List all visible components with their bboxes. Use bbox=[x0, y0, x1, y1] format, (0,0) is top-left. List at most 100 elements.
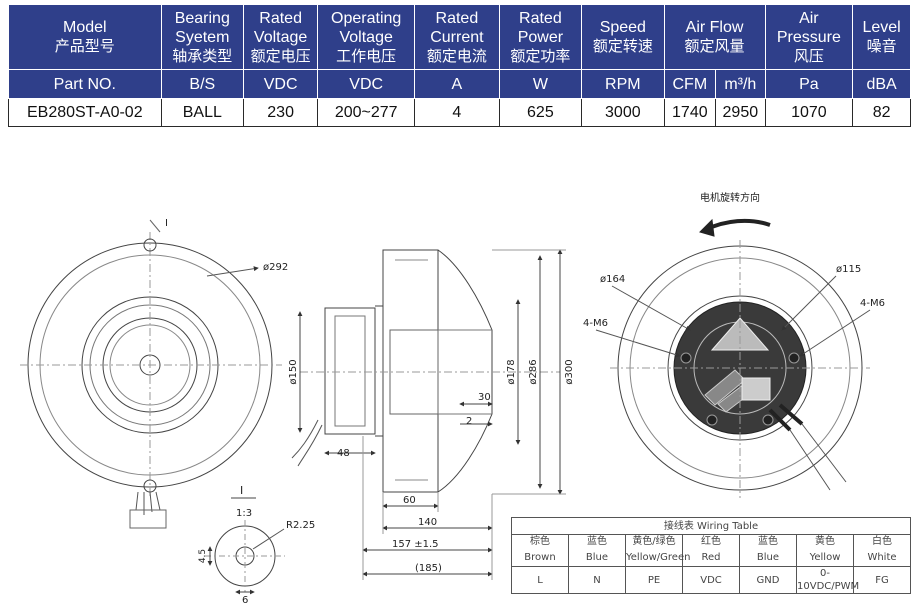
rotation-arrow-icon bbox=[704, 218, 771, 232]
value-cell: EB280ST-A0-02 bbox=[8, 98, 162, 127]
unit-cell: m³/h bbox=[715, 69, 766, 99]
rear-cables bbox=[789, 423, 847, 491]
unit-cell: A bbox=[414, 69, 500, 99]
detail-scale: 1:3 bbox=[236, 508, 252, 519]
wiring-title-row: 接线表 Wiring Table bbox=[511, 517, 911, 535]
screw-2 bbox=[788, 352, 800, 364]
leader-115 bbox=[781, 275, 837, 331]
side-dim-2: 2 bbox=[466, 416, 472, 427]
wire-zh: 蓝色 bbox=[568, 534, 626, 548]
leader-164 bbox=[611, 285, 691, 331]
value-cell: 82 bbox=[852, 98, 911, 127]
side-view bbox=[291, 249, 566, 580]
side-dim-286: ø286 bbox=[528, 359, 539, 384]
unit-cell: W bbox=[498, 69, 583, 99]
warning-triangle-icon bbox=[710, 317, 770, 351]
rear-m6-right: 4-M6 bbox=[860, 298, 885, 309]
wire-zh: 黄色 bbox=[796, 534, 854, 548]
wire-en: Yellow bbox=[796, 548, 854, 567]
front-dim-292: ø292 bbox=[263, 262, 288, 273]
wire-fn: VDC bbox=[682, 566, 740, 594]
unit-cell: B/S bbox=[160, 69, 245, 99]
wiring-table: 接线表 Wiring Table 棕色 蓝色 黄色/绿色 红色 蓝色 黄色 白色… bbox=[511, 517, 911, 594]
rotation-label: 电机旋转方向 bbox=[700, 191, 760, 204]
wiring-en-row: Brown Blue Yellow/Green Red Blue Yellow … bbox=[511, 548, 911, 567]
side-cable bbox=[291, 419, 323, 467]
wire-zh: 红色 bbox=[682, 534, 740, 548]
wire-en: Yellow/Green bbox=[625, 548, 690, 567]
value-cell: 3000 bbox=[581, 98, 665, 127]
rear-label bbox=[741, 377, 771, 401]
side-dim-30: 30 bbox=[478, 392, 491, 403]
motor-body bbox=[324, 307, 376, 435]
spec-data-row: EB280ST-A0-02 BALL 230 200~277 4 625 300… bbox=[8, 98, 911, 127]
detail-label-I: I bbox=[240, 484, 243, 497]
value-cell: BALL bbox=[160, 98, 245, 127]
leader-m6-right bbox=[799, 309, 871, 357]
detail-radius: R2.25 bbox=[286, 520, 315, 531]
impeller-back bbox=[382, 249, 439, 493]
wire-fn: GND bbox=[739, 566, 797, 594]
motor-flange bbox=[375, 305, 384, 437]
rear-cable-glands bbox=[768, 403, 804, 432]
front-tab-top bbox=[143, 238, 157, 252]
rotation-arrowhead-icon bbox=[699, 218, 715, 237]
front-cable-ends bbox=[129, 509, 167, 529]
value-cell: 2950 bbox=[715, 98, 766, 127]
wire-fn: N bbox=[568, 566, 626, 594]
wire-zh: 白色 bbox=[853, 534, 911, 548]
side-dim-300: ø300 bbox=[564, 359, 575, 384]
wire-en: White bbox=[853, 548, 911, 567]
detail-view bbox=[205, 497, 285, 595]
wire-en: Blue bbox=[739, 548, 797, 567]
value-cell: 200~277 bbox=[317, 98, 416, 127]
value-cell: 230 bbox=[243, 98, 319, 127]
wire-fn: 0-10VDC/PWM bbox=[796, 566, 860, 594]
wire-zh: 黄色/绿色 bbox=[625, 534, 683, 548]
leader-m6-left bbox=[595, 329, 681, 358]
side-dim-60: 60 bbox=[403, 495, 416, 506]
wire-fn: L bbox=[511, 566, 569, 594]
rear-m6-left: 4-M6 bbox=[583, 318, 608, 329]
rear-dim-115: ø115 bbox=[836, 264, 861, 275]
wiring-title: 接线表 Wiring Table bbox=[511, 517, 911, 535]
wiring-zh-row: 棕色 蓝色 黄色/绿色 红色 蓝色 黄色 白色 bbox=[511, 534, 911, 548]
screw-4 bbox=[762, 414, 774, 426]
blade-detail bbox=[395, 259, 428, 481]
wire-en: Red bbox=[682, 548, 740, 567]
impeller-hub bbox=[389, 329, 439, 415]
unit-cell: Pa bbox=[764, 69, 854, 99]
value-cell: 1740 bbox=[663, 98, 717, 127]
screw-1 bbox=[680, 352, 692, 364]
wire-zh: 棕色 bbox=[511, 534, 569, 548]
spec-units-row: Part NO. B/S VDC VDC A W RPM CFM m³/h Pa… bbox=[8, 69, 911, 99]
screw-3 bbox=[706, 414, 718, 426]
side-dim-157: 157 ±1.5 bbox=[392, 539, 439, 550]
wire-fn: PE bbox=[625, 566, 683, 594]
side-dim-140: 140 bbox=[418, 517, 437, 528]
wire-fn: FG bbox=[853, 566, 911, 594]
front-view bbox=[20, 219, 282, 529]
side-dim-48: 48 bbox=[337, 448, 350, 459]
detail-dim-6: 6 bbox=[242, 595, 248, 605]
unit-cell: VDC bbox=[317, 69, 416, 99]
wiring-fn-row: L N PE VDC GND 0-10VDC/PWM FG bbox=[511, 566, 911, 594]
front-label-I: I bbox=[165, 218, 168, 229]
rear-view bbox=[595, 218, 871, 498]
rear-dim-164: ø164 bbox=[600, 274, 625, 285]
impeller-blades bbox=[437, 249, 493, 493]
front-cable bbox=[135, 491, 161, 515]
